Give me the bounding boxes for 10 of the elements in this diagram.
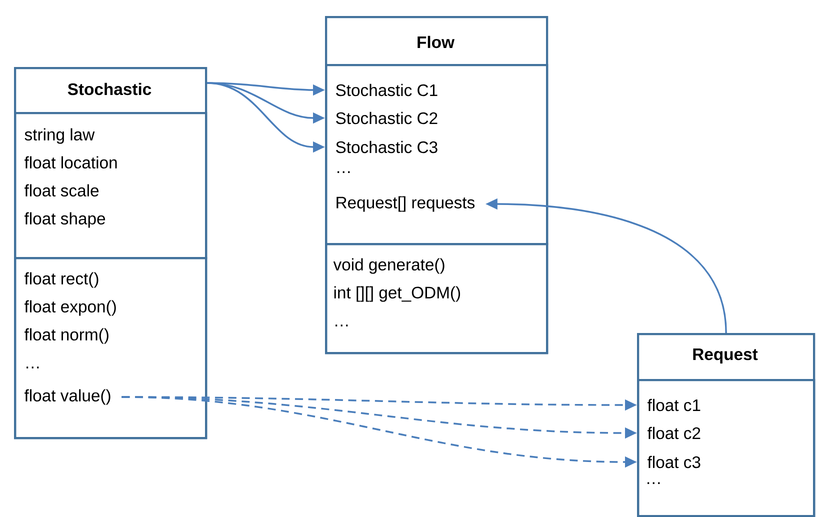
member-text: float c1 [648,398,700,412]
member-text: Stochastic C2 [336,112,438,124]
member-text: Stochastic C3 [336,140,438,154]
compartment-box: string law float location float scale float shape [14,112,208,260]
member-text: float c3 [648,456,700,468]
member-text: float value() [24,389,110,405]
member-text: Request[] requests [336,196,475,212]
compartment-box: void generate() int [][] get_ODM() … [325,243,548,354]
member-text: float c2 [648,426,700,440]
member-text: Stochastic C1 [336,84,438,96]
